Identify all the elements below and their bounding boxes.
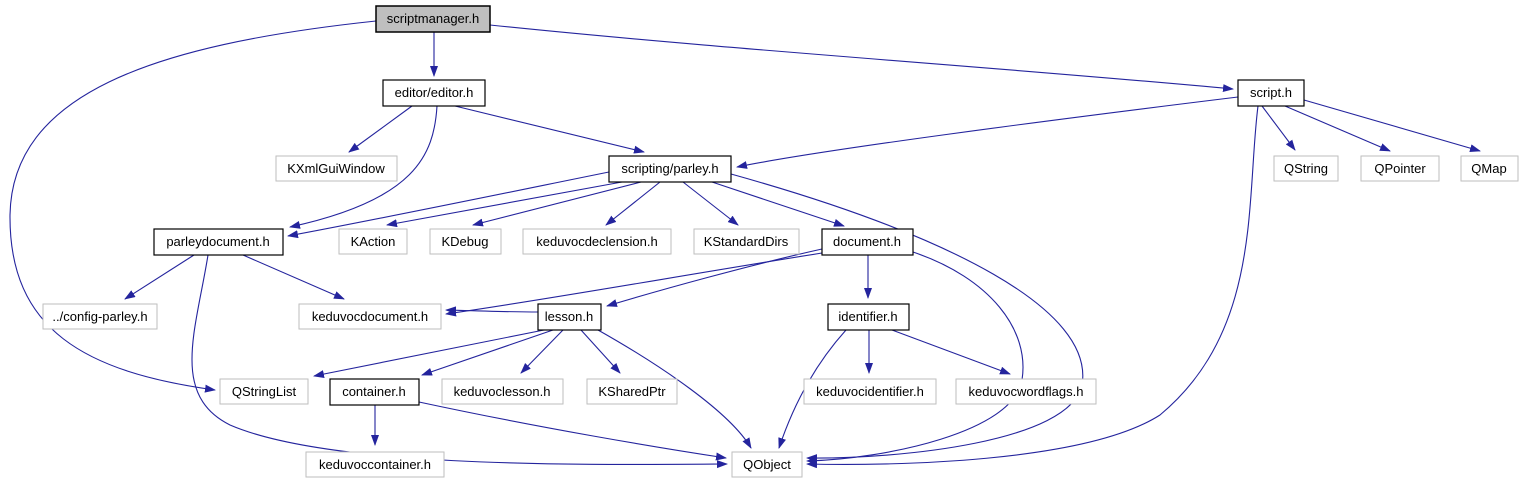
node-container-h[interactable]: container.h <box>329 378 420 406</box>
node-identifier-h[interactable]: identifier.h <box>827 303 910 331</box>
edge-lesson-to-qobject <box>597 329 752 449</box>
edge-parley-to-kaction <box>386 181 623 228</box>
node-label: editor/editor.h <box>395 85 474 100</box>
node-keduvocidentifier-h: keduvocidentifier.h <box>803 378 937 405</box>
node-label: keduvocdocument.h <box>312 309 428 324</box>
node-label: ../config-parley.h <box>52 309 147 324</box>
node-kxmlguiwindow: KXmlGuiWindow <box>275 155 398 182</box>
node-qobject: QObject <box>731 451 803 478</box>
node-kstandarddirs: KStandardDirs <box>693 228 800 255</box>
node-label: keduvocidentifier.h <box>816 384 924 399</box>
node-qstring: QString <box>1273 155 1339 182</box>
node-ksharedptr: KSharedPtr <box>586 378 678 405</box>
edge-parleydocument-to-keduvocdocument <box>242 254 345 300</box>
node-label: document.h <box>833 234 901 249</box>
node-editor-editor-h[interactable]: editor/editor.h <box>382 79 486 107</box>
edge-document-to-qobject <box>806 251 1024 465</box>
edge-editor-to-parley <box>454 105 645 154</box>
node-config-parley-h: ../config-parley.h <box>42 303 158 330</box>
node-scriptmanager-h: scriptmanager.h <box>375 5 491 33</box>
node-scripting-parley-h[interactable]: scripting/parley.h <box>608 155 732 183</box>
node-label: QString <box>1284 161 1328 176</box>
node-qpointer: QPointer <box>1360 155 1440 182</box>
node-lesson-h[interactable]: lesson.h <box>537 303 602 331</box>
node-script-h[interactable]: script.h <box>1237 79 1305 107</box>
edge-script-to-qpointer <box>1284 105 1391 152</box>
node-document-h[interactable]: document.h <box>821 228 914 256</box>
node-kdebug: KDebug <box>429 228 502 255</box>
node-label: parleydocument.h <box>166 234 269 249</box>
edge-parley-to-kstandarddirs <box>682 181 739 226</box>
edge-parley-to-kdebug <box>472 181 642 227</box>
node-label: script.h <box>1250 85 1292 100</box>
edge-lesson-to-ksharedptr <box>580 329 621 374</box>
node-parleydocument-h[interactable]: parleydocument.h <box>153 228 284 256</box>
node-label: keduvocdeclension.h <box>536 234 657 249</box>
node-kaction: KAction <box>338 228 408 255</box>
edge-container-to-qobject <box>418 401 727 461</box>
node-qstringlist: QStringList <box>219 378 309 405</box>
edge-script-to-qobject <box>806 105 1259 469</box>
edge-document-to-lesson <box>606 248 823 307</box>
node-label: KStandardDirs <box>704 234 789 249</box>
edge-scriptmanager-to-script <box>489 24 1234 93</box>
edge-lesson-to-keduvoclesson <box>520 329 564 374</box>
node-label: container.h <box>342 384 406 399</box>
node-label: scriptmanager.h <box>387 11 480 26</box>
edge-parley-to-parleydocument <box>287 171 610 239</box>
node-label: QObject <box>743 457 791 472</box>
edge-scriptmanager-to-qstringlist <box>9 20 377 393</box>
edge-parleydocument-to-qobject <box>191 254 728 469</box>
edge-script-to-parley <box>736 96 1239 169</box>
edge-lesson-to-qstringlist <box>313 329 545 378</box>
node-label: KXmlGuiWindow <box>287 161 385 176</box>
edge-identifier-to-keduvocwordflags <box>891 329 1011 375</box>
edge-identifier-to-qobject <box>778 329 847 449</box>
node-label: keduvoclesson.h <box>454 384 551 399</box>
node-label: lesson.h <box>545 309 593 324</box>
node-label: KSharedPtr <box>598 384 666 399</box>
edge-script-to-qmap <box>1303 99 1481 153</box>
edge-parley-to-keduvocdeclension <box>605 181 661 226</box>
edge-parleydocument-to-configparley <box>124 254 195 300</box>
node-keduvocwordflags-h: keduvocwordflags.h <box>955 378 1097 405</box>
node-label: identifier.h <box>838 309 897 324</box>
node-label: keduvocwordflags.h <box>969 384 1084 399</box>
node-qmap: QMap <box>1460 155 1519 182</box>
edge-editor-to-parleydocument <box>289 105 438 229</box>
node-keduvoccontainer-h: keduvoccontainer.h <box>305 451 445 478</box>
node-label: QPointer <box>1374 161 1426 176</box>
node-label: keduvoccontainer.h <box>319 457 431 472</box>
edge-parley-to-document <box>711 181 845 227</box>
node-label: QStringList <box>232 384 297 399</box>
node-keduvocdocument-h: keduvocdocument.h <box>298 303 442 330</box>
edge-lesson-to-keduvocdocument <box>445 306 539 315</box>
node-label: scripting/parley.h <box>621 161 718 176</box>
node-label: KAction <box>351 234 396 249</box>
node-label: QMap <box>1471 161 1506 176</box>
edge-lesson-to-container <box>421 329 554 376</box>
node-keduvocdeclension-h: keduvocdeclension.h <box>522 228 672 255</box>
node-keduvoclesson-h: keduvoclesson.h <box>441 378 564 405</box>
edge-script-to-qstring <box>1261 105 1296 151</box>
node-label: KDebug <box>442 234 489 249</box>
edge-editor-to-kxmlguiwindow <box>348 105 413 153</box>
